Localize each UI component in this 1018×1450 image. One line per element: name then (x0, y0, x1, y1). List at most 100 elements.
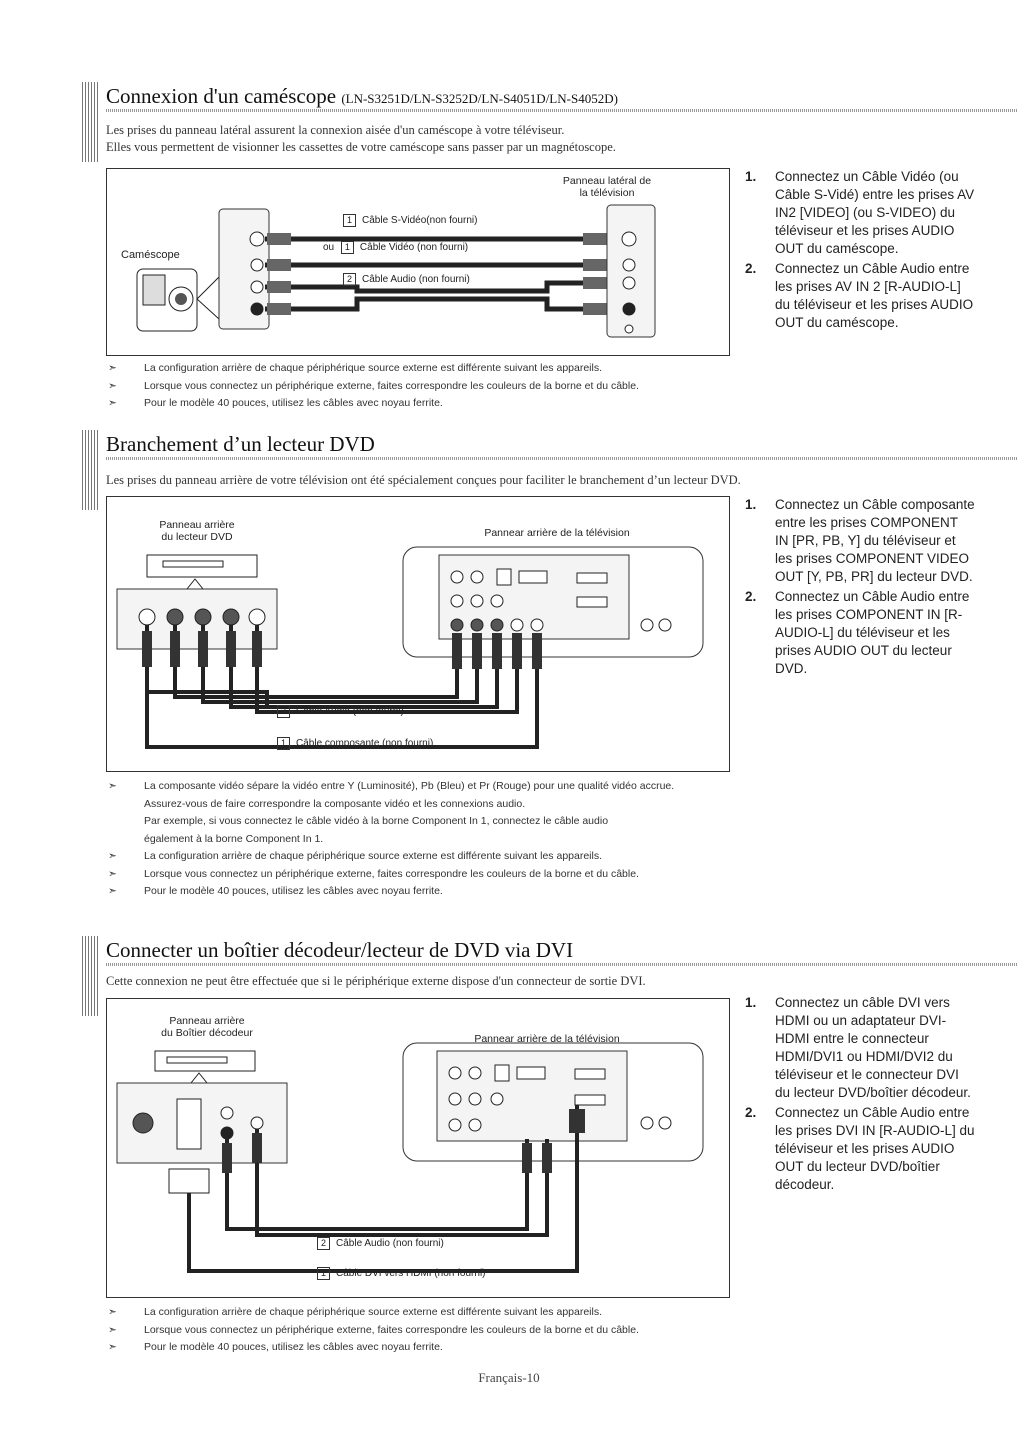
tv-panel-label: Pannear arrière de la télévision (484, 527, 630, 539)
section-title: Connecter un boîtier décodeur/lecteur de… (106, 938, 574, 962)
section-intro: Les prises du panneau arrière de votre t… (106, 473, 741, 487)
note-arrow-icon: ➣ (108, 397, 117, 409)
dvi-connection-drawing (116, 1042, 704, 1273)
note-item: ➣ La configuration arrière de chaque péri… (108, 848, 808, 866)
section-rule (106, 963, 1017, 966)
cable-name: Câble Audio (non fourni) (336, 1238, 444, 1249)
note-arrow-icon: ➣ (108, 780, 117, 792)
step-text: Connectez un Câble Audio entre les prise… (775, 589, 970, 676)
video-jack-icon (250, 258, 264, 272)
note-text: La configuration arrière de chaque périp… (144, 850, 603, 862)
section-marker (82, 936, 100, 1016)
note-item: ➣Pour le modèle 40 pouces, utilisez les … (108, 883, 808, 901)
audio-r-jack-icon (250, 302, 264, 316)
note-text: Pour le modèle 40 pouces, utilisez les c… (144, 1341, 443, 1353)
note-item: Assurez-vous de faire correspondre la co… (108, 796, 808, 814)
step-text: Connectez un câble DVI vers HDMI ou un a… (775, 995, 971, 1100)
or-label: ou (323, 242, 335, 253)
step-item: 2. Connectez un Câble Audio entre les pri… (745, 588, 975, 678)
step-text: Connectez un Câble composante entre les … (775, 497, 975, 584)
tv-jacks (450, 568, 672, 632)
note-text: également à la borne Component In 1. (144, 832, 324, 845)
tv-panel-label: Pannear arrière de la télévision (474, 1033, 620, 1045)
note-arrow-icon: ➣ (108, 867, 117, 880)
note-arrow-icon: ➣ (108, 1341, 117, 1353)
camcorder-connection-drawing (136, 204, 656, 338)
tv-panel-label: Panneau latéral de la télévision (562, 175, 652, 199)
section2-steps: 1.Connectez un Câble composante entre le… (745, 496, 975, 680)
section3-notes: ➣ La configuration arrière de chaque péri… (108, 1304, 808, 1357)
cables (187, 1105, 579, 1273)
step-item: 2. Connectez un Câble Audio entre les pri… (745, 260, 975, 332)
section-header: Branchement d’un lecteur DVD (82, 430, 1017, 510)
section-dvi: Connecter un boîtier décodeur/lecteur de… (82, 936, 1017, 1016)
cable-name: Câble Audio (non fourni) (362, 274, 470, 285)
note-text: Pour le modèle 40 pouces, utilisez les c… (144, 397, 443, 409)
note-text: Lorsque vous connectez un périphérique e… (144, 1323, 639, 1336)
note-text: Par exemple, si vous connectez le câble … (144, 815, 609, 827)
dvd-diagram: Panneau arrière du lecteur DVD Pannear a… (106, 496, 730, 772)
intro-line: Elles vous permettent de visionner les c… (106, 140, 616, 154)
dvi-connector-icon (176, 1098, 202, 1150)
tv-jacks (448, 1064, 672, 1132)
cable-plugs (142, 631, 542, 669)
note-text: La composante vidéo sépare la vidéo entr… (144, 780, 675, 792)
step-number: 1. (745, 995, 757, 1010)
cable-label-dvi: 1 Câble DVI vers HDMI (non fourni) (317, 1267, 486, 1280)
section-title: Branchement d’un lecteur DVD (106, 432, 375, 456)
section1-notes: ➣ La configuration arrière de chaque péri… (108, 360, 808, 413)
step-item: 2.Connectez un Câble Audio entre les pri… (745, 1104, 975, 1194)
step-text: Connectez un Câble Audio entre les prise… (775, 261, 974, 330)
note-arrow-icon: ➣ (108, 1323, 117, 1336)
section-rule (106, 109, 1017, 112)
note-item: ➣ La composante vidéo sépare la vidéo ent… (108, 778, 808, 796)
note-item: également à la borne Component In 1. (108, 831, 808, 849)
step-number: 2. (745, 589, 757, 604)
svideo-jack-icon (249, 231, 265, 247)
step-number: 1. (745, 169, 757, 184)
section-marker (82, 430, 100, 510)
note-arrow-icon: ➣ (108, 362, 117, 374)
note-text: La configuration arrière de chaque périp… (144, 362, 603, 374)
camcorder-icon (136, 268, 220, 332)
dvd-jacks (138, 608, 266, 626)
audio-l-jack-icon (250, 280, 264, 294)
camcorder-diagram: Panneau latéral de la télévision Camésco… (106, 168, 730, 356)
step-number: 2. (745, 261, 757, 276)
cable-label-video: ou 1 Câble Vidéo (non fourni) (323, 241, 468, 254)
section3-steps: 1. Connectez un câble DVI vers HDMI ou un… (745, 994, 975, 1196)
note-item: ➣ Pour le modèle 40 pouces, utilisez les … (108, 395, 808, 413)
note-text: Pour le modèle 40 pouces, utilisez les c… (144, 885, 443, 897)
cable-number: 1 (277, 737, 290, 750)
section-header: Connecter un boîtier décodeur/lecteur de… (82, 936, 1017, 1016)
section-header: Connexion d'un caméscope (LN-S3251D/LN-S… (82, 82, 1017, 162)
section-rule (106, 457, 1017, 460)
cable-plugs (267, 233, 607, 315)
cable-plugs (222, 1109, 585, 1173)
cable-name: Câble DVI vers HDMI (non fourni) (336, 1268, 486, 1279)
cable-number: 1 (340, 241, 354, 254)
note-arrow-icon: ➣ (108, 850, 117, 862)
dvi-plug-icon (168, 1168, 210, 1194)
note-item: ➣ Pour le modèle 40 pouces, utilisez les … (108, 1339, 808, 1357)
cable-number: 2 (277, 705, 290, 718)
intro-line: Les prises du panneau latéral assurent l… (106, 123, 565, 137)
cable-number: 1 (317, 1267, 330, 1280)
section2-notes: ➣ La composante vidéo sépare la vidéo ent… (108, 778, 808, 901)
step-item: 1. Connectez un câble DVI vers HDMI ou un… (745, 994, 975, 1102)
section1-steps: 1. Connectez un Câble Vidéo (ou Câble S-V… (745, 168, 975, 334)
section-title-text: Connexion d'un caméscope (106, 84, 337, 108)
model-list: (LN-S3251D/LN-S3252D/LN-S4051D/LN-S4052D… (341, 91, 618, 106)
note-text: La configuration arrière de chaque périp… (144, 1306, 603, 1318)
step-item: 1. Connectez un Câble Vidéo (ou Câble S-V… (745, 168, 975, 258)
note-arrow-icon: ➣ (108, 379, 117, 392)
cable-name: Câble Vidéo (non fourni) (359, 242, 469, 253)
section-dvd: Branchement d’un lecteur DVD Les prises … (82, 430, 1017, 510)
note-item: ➣La configuration arrière de chaque péri… (108, 1304, 808, 1322)
cable-number: 2 (343, 273, 356, 286)
step-text: Connectez un Câble Vidéo (ou Câble S-Vid… (775, 169, 975, 256)
step-text: Connectez un Câble Audio entre les prise… (775, 1105, 975, 1192)
